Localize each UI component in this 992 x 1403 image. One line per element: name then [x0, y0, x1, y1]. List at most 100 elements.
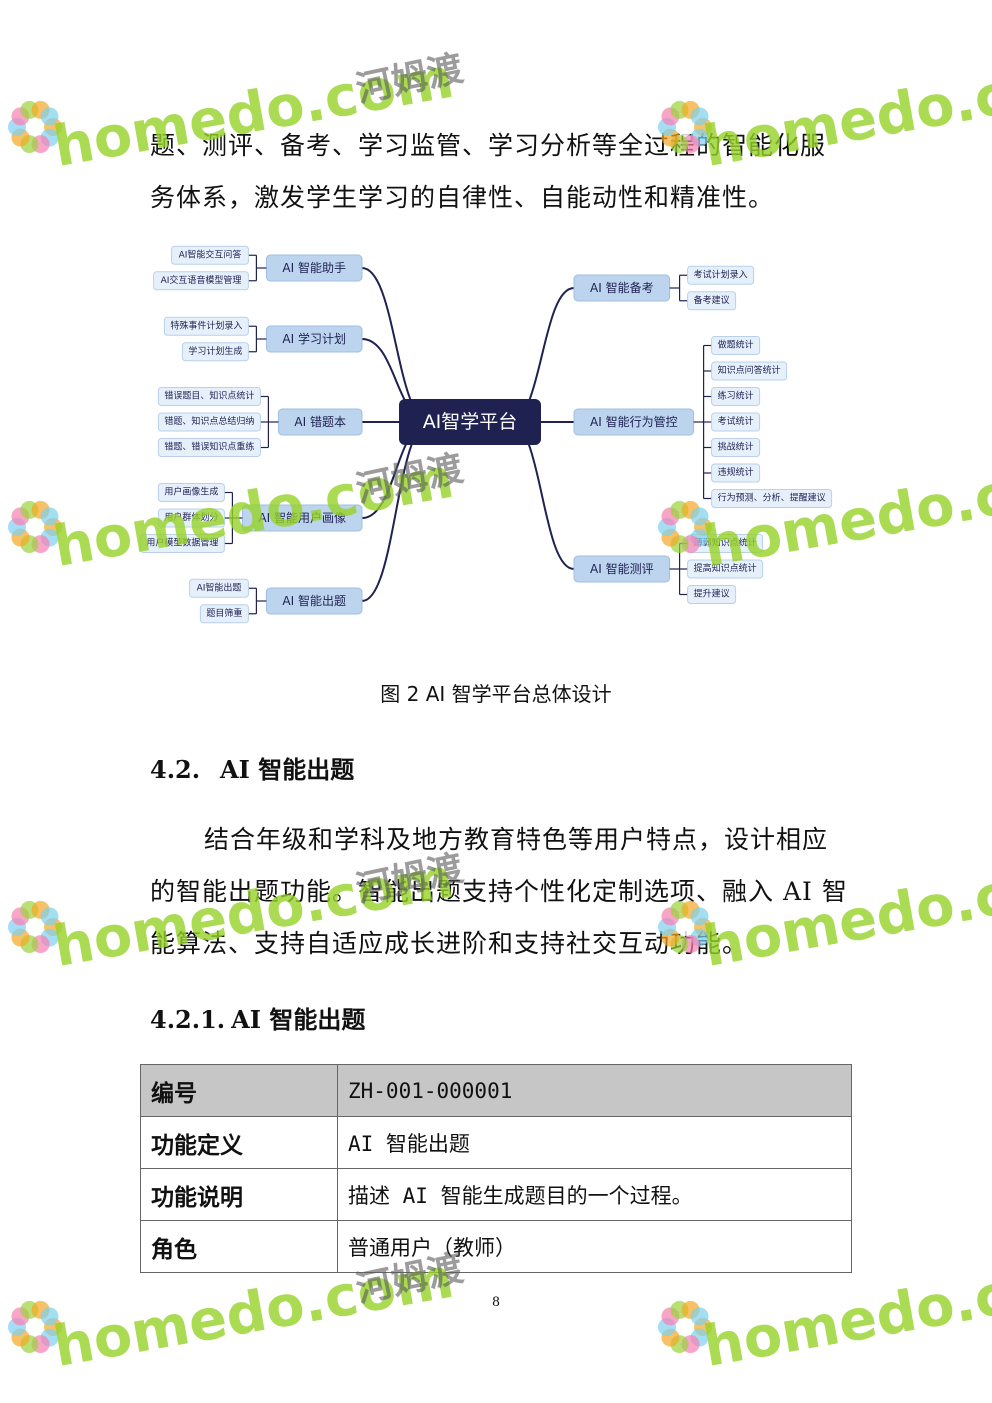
leaf-node	[711, 336, 761, 355]
flower-petal	[44, 1318, 62, 1336]
flower-petal	[44, 918, 62, 936]
leaf-node	[157, 412, 261, 432]
leaf-node	[199, 604, 249, 624]
page-number: 8	[492, 1294, 500, 1310]
table-row: 功能定义 AI 智能出题	[140, 1116, 852, 1169]
flower-petal	[20, 135, 39, 154]
leaf-node	[687, 559, 764, 579]
center-label: AI智学平台	[423, 411, 518, 433]
section-heading-4-2: 4.2. AI 智能出题	[150, 750, 354, 785]
leaf-label: AI智能交互问答	[179, 248, 242, 260]
leaf-node	[711, 489, 833, 508]
flower-petal	[31, 100, 50, 119]
leaf-node	[153, 271, 249, 291]
flower-petal	[40, 128, 59, 147]
flower-petal	[670, 100, 689, 119]
leaf-label: 特殊事件计划录入	[170, 319, 242, 331]
section-title: AI 智能出题	[220, 755, 355, 784]
flower-petal	[20, 1335, 39, 1354]
leaf-node	[711, 438, 761, 457]
branch-label: AI 学习计划	[282, 331, 346, 346]
table-value-cell: AI 智能出题	[337, 1116, 852, 1169]
leaf-node	[687, 265, 755, 285]
leaf-label: 题目筛重	[206, 607, 242, 619]
table-value-cell: 描述 AI 智能生成题目的一个过程。	[337, 1168, 852, 1221]
flower-core	[26, 1318, 44, 1336]
flower-core	[26, 918, 44, 936]
flower-petal	[20, 900, 39, 919]
leaf-label: 学习计划生成	[188, 345, 242, 357]
leaf-node	[711, 412, 761, 432]
table-key-cell: 功能定义	[140, 1116, 338, 1169]
flower-petal	[694, 1318, 712, 1336]
leaf-label: 错误题目、知识点统计	[164, 390, 254, 402]
leaf-node	[687, 585, 737, 604]
flower-petal	[661, 1328, 680, 1347]
flower-petal	[40, 1328, 59, 1347]
table-key-cell: 功能说明	[140, 1168, 338, 1221]
flower-petal	[31, 1335, 50, 1354]
table-row: 功能说明 描述 AI 智能生成题目的一个过程。	[140, 1168, 852, 1221]
section-heading-4-2-1: 4.2.1.AI 智能出题	[150, 1000, 365, 1035]
branch-label: AI 智能备考	[590, 280, 654, 295]
flower-petal	[44, 118, 62, 136]
leaf-node	[711, 463, 761, 483]
intro-paragraph: 题、测评、备考、学习监管、学习分析等全过程的智能化服务体系，激发学生学习的自律性…	[150, 131, 827, 212]
section-number: 4.2.	[150, 755, 201, 784]
leaf-node	[711, 361, 788, 381]
flower-logo-icon	[8, 100, 62, 154]
subsection-number: 4.2.1.	[150, 1005, 226, 1034]
figure-caption: 图 2 AI 智学平台总体设计	[380, 682, 612, 706]
leaf-node	[181, 342, 249, 362]
leaf-label: 违规统计	[718, 466, 754, 478]
leaf-label: 用户画像生成	[164, 486, 218, 498]
leaf-node	[171, 245, 249, 265]
flower-petal	[8, 918, 26, 936]
flower-logo-icon	[8, 900, 62, 954]
flower-petal	[20, 935, 39, 954]
flower-petal	[681, 100, 700, 119]
table-key-cell: 角色	[140, 1220, 338, 1273]
branch-connector	[361, 267, 431, 423]
watermark-cn-text: 河姆渡	[352, 48, 467, 111]
flower-petal	[690, 1328, 709, 1347]
function-spec-table: 编号 ZH-001-000001 功能定义 AI 智能出题 功能说明 描述 AI…	[140, 1064, 852, 1273]
leaf-node	[687, 291, 737, 311]
flower-petal	[40, 907, 59, 926]
flower-petal	[658, 1318, 676, 1336]
branch-label: AI 智能行为管控	[590, 414, 678, 429]
flower-petal	[11, 107, 30, 126]
table-row: 编号 ZH-001-000001	[140, 1064, 852, 1117]
branch-label: AI 智能用户画像	[258, 510, 346, 525]
leaf-node	[711, 387, 761, 406]
leaf-node	[157, 508, 225, 528]
flower-petal	[11, 907, 30, 926]
flower-petal	[8, 1318, 26, 1336]
flower-petal	[31, 135, 50, 154]
leaf-node	[157, 438, 261, 457]
leaf-node	[189, 578, 249, 598]
leaf-label: 考试计划录入	[694, 268, 748, 280]
flower-petal	[670, 1335, 689, 1354]
branch-label: AI 错题本	[294, 415, 346, 429]
leaf-node	[163, 316, 249, 336]
flower-core	[676, 1318, 694, 1336]
flower-petal	[20, 100, 39, 119]
table-key-cell: 编号	[140, 1064, 338, 1117]
flower-petal	[40, 928, 59, 947]
branch-label: AI 智能测评	[590, 561, 654, 576]
flower-petal	[31, 935, 50, 954]
center-node	[399, 399, 541, 445]
leaf-label: AI交互语音模型管理	[161, 274, 242, 286]
leaf-label: 错题、错误知识点重练	[164, 441, 254, 453]
branch-label: AI 智能出题	[282, 593, 346, 608]
flower-petal	[40, 107, 59, 126]
flower-petal	[11, 1328, 30, 1347]
table-row: 角色 普通用户（教师）	[140, 1220, 852, 1273]
flower-petal	[11, 928, 30, 947]
leaf-label: 提升建议	[694, 588, 730, 600]
leaf-node	[157, 387, 261, 406]
leaf-label: 知识点问答统计	[718, 364, 781, 376]
section-paragraph: 结合年级和学科及地方教育特色等用户特点，设计相应的智能出题功能。智能出题支持个性…	[150, 825, 848, 958]
